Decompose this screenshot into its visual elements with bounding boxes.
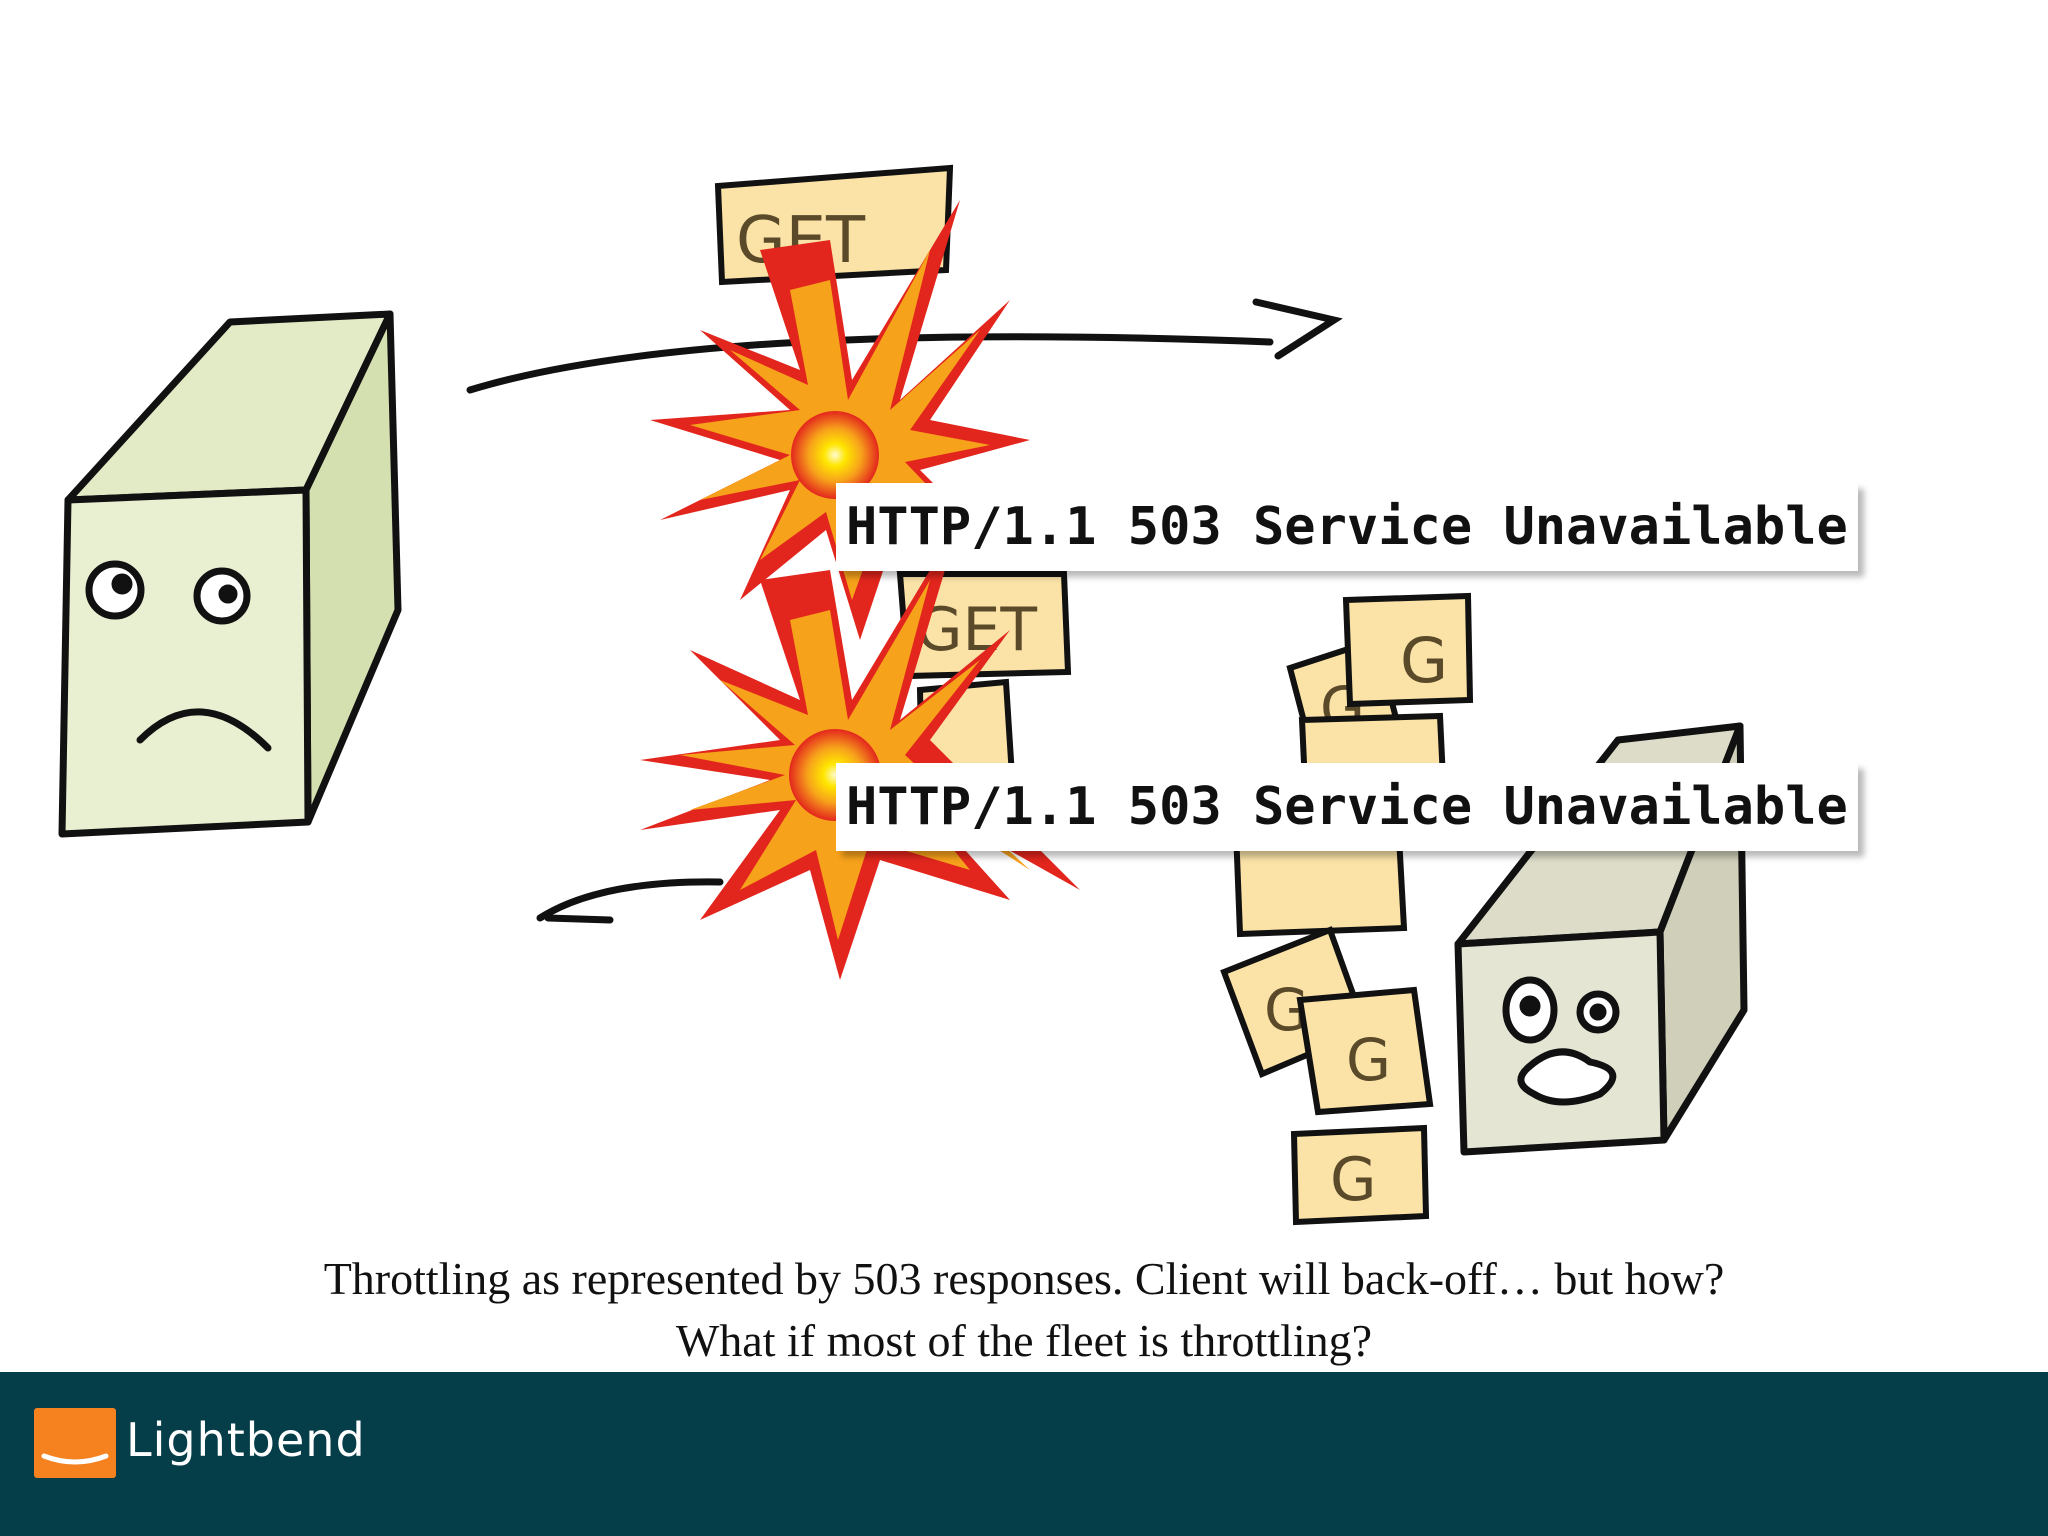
request-card-icon: G [1290, 1124, 1430, 1226]
request-arrow-icon [466, 298, 1343, 394]
brand-name: Lightbend [126, 1413, 366, 1467]
request-card-label: G [1330, 1145, 1377, 1215]
sad-client-server-icon [58, 310, 402, 838]
footer-bar: Lightbend [0, 1372, 2048, 1536]
request-card-label: G [1346, 1026, 1391, 1094]
request-card-icon: G [1296, 986, 1434, 1116]
lightbend-logo-icon [34, 1408, 116, 1478]
request-card-label: GET [916, 595, 1037, 665]
sad-face-icon [85, 560, 272, 752]
request-card-label: G [1400, 624, 1448, 697]
caption-line-1: Throttling as represented by 503 respons… [323, 1253, 1725, 1304]
http-503-response-top: HTTP/1.1 503 Service Unavailable [836, 483, 1858, 571]
http-503-response-bottom: HTTP/1.1 503 Service Unavailable [836, 763, 1858, 851]
caption-line-2: What if most of the fleet is throttling? [675, 1315, 1373, 1366]
scared-face-icon [1502, 976, 1620, 1106]
request-card-icon: G [1342, 592, 1474, 708]
request-card-icon: GET [714, 164, 954, 286]
response-arrow-icon [536, 878, 724, 924]
queued-requests: G G G G G [1220, 592, 1474, 1226]
slide-caption: Throttling as represented by 503 respons… [0, 1248, 2048, 1372]
